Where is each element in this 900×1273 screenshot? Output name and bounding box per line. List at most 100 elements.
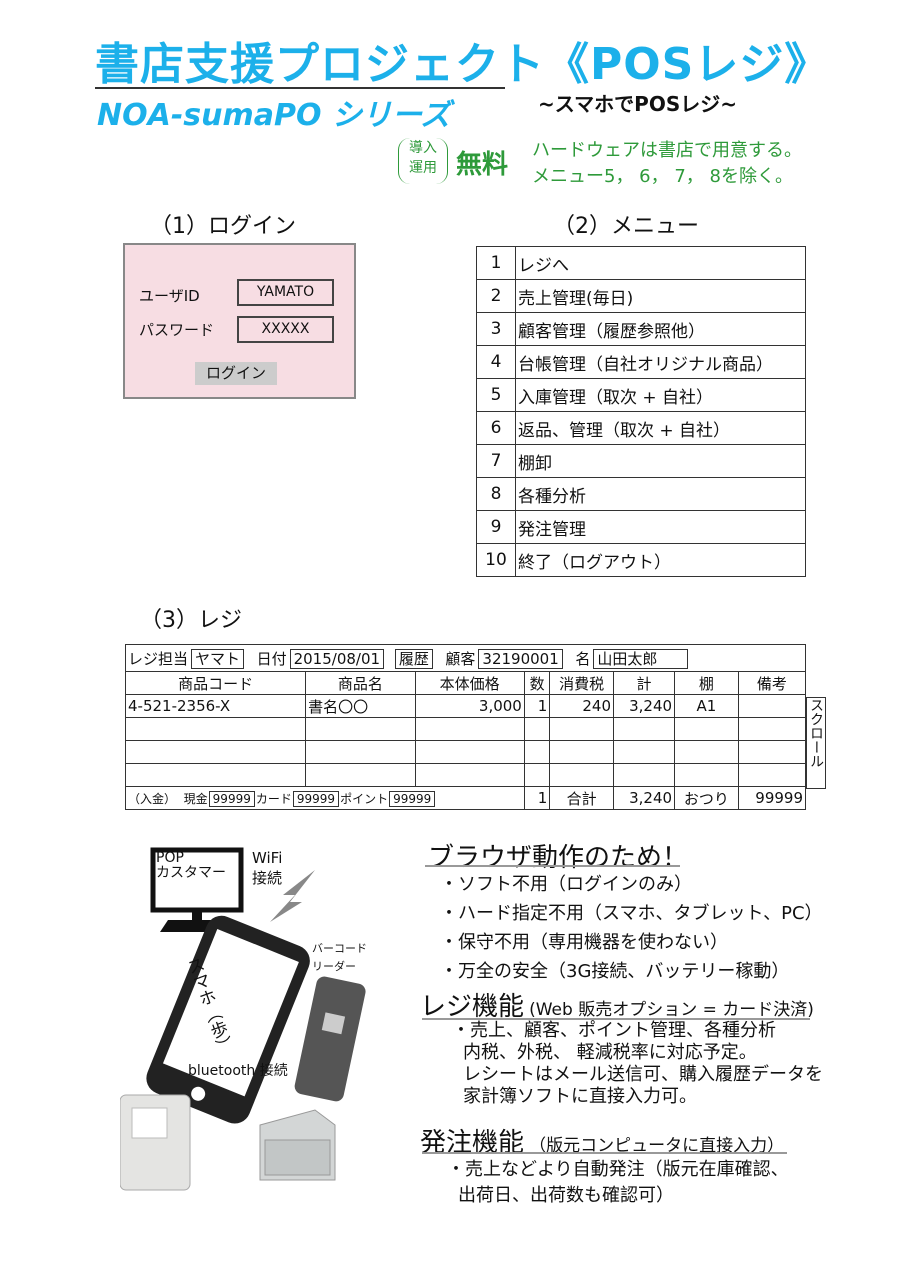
user-id-field[interactable]: YAMATO bbox=[237, 279, 334, 306]
table-cell bbox=[549, 763, 615, 787]
table-cell bbox=[414, 740, 525, 764]
series-name: NOA-sumaPO シリーズ bbox=[97, 98, 451, 133]
login-panel: ユーザID YAMATO パスワード XXXXX ログイン bbox=[123, 243, 356, 399]
table-cell: 3,240 bbox=[613, 694, 676, 718]
menu-item-number: 6 bbox=[476, 411, 516, 445]
menu-item-label: 顧客管理（履歴参照他） bbox=[515, 312, 806, 346]
free-label: 無料 bbox=[456, 150, 509, 180]
scroll-button[interactable]: スクロール bbox=[806, 697, 826, 789]
table-cell bbox=[523, 717, 551, 741]
table-cell bbox=[737, 740, 807, 764]
list-item: 内税、外税、 軽減税率に対応予定。 bbox=[463, 1042, 757, 1063]
column-header: 商品コード bbox=[124, 671, 307, 695]
menu-item-number: 4 bbox=[476, 345, 516, 379]
menu-item-label: 売上管理(毎日) bbox=[515, 279, 806, 313]
history-button[interactable]: 履歴 bbox=[394, 648, 433, 669]
column-header: 備考 bbox=[737, 671, 807, 695]
card-label: カード bbox=[255, 791, 292, 806]
column-header: 計 bbox=[613, 671, 676, 695]
register-features-list: ・売上、顧客、ポイント管理、各種分析内税、外税、 軽減税率に対応予定。レシートは… bbox=[452, 1020, 823, 1108]
menu-item-number: 5 bbox=[476, 378, 516, 412]
table-cell bbox=[674, 763, 739, 787]
column-header: 消費税 bbox=[549, 671, 615, 695]
table-row bbox=[124, 763, 807, 787]
label-bottom: 運用 bbox=[409, 160, 437, 176]
customer-field[interactable]: 32190001 bbox=[478, 648, 563, 669]
cash-field[interactable]: 99999 bbox=[208, 790, 255, 807]
password-label: パスワード bbox=[139, 321, 215, 339]
column-header: 本体価格 bbox=[414, 671, 525, 695]
staff-field[interactable]: ヤマト bbox=[191, 648, 245, 669]
table-cell: 4-521-2356-X bbox=[124, 694, 307, 718]
password-field[interactable]: XXXXX bbox=[237, 316, 334, 343]
name-label: 名 bbox=[575, 649, 591, 668]
table-cell bbox=[305, 717, 416, 741]
table-cell: 書名〇〇 bbox=[305, 694, 416, 718]
label-top: 導入 bbox=[409, 140, 437, 156]
table-cell bbox=[523, 763, 551, 787]
list-item: 出荷日、出荷数も確認可） bbox=[458, 1185, 674, 1206]
bluetooth-label: bluetooth 接続 bbox=[188, 1063, 288, 1079]
column-header: 数 bbox=[523, 671, 551, 695]
scroll-label: スクロール bbox=[808, 698, 824, 768]
pricing-note: ハードウェアは書店で用意する。メニュー5， 6， 7， 8を除く。 bbox=[532, 138, 802, 190]
heading-underline bbox=[425, 865, 680, 867]
table-cell bbox=[674, 740, 739, 764]
heading-sub: （版元コンピュータに直接入力） bbox=[529, 1136, 785, 1156]
table-cell bbox=[414, 717, 525, 741]
menu-item-label: 入庫管理（取次 + 自社） bbox=[515, 378, 806, 412]
menu-item-number: 8 bbox=[476, 477, 516, 511]
menu-item-number: 1 bbox=[476, 246, 516, 280]
list-item: ・売上などより自動発注（版元在庫確認、 bbox=[447, 1159, 789, 1180]
list-item: 家計簿ソフトに直接入力可。 bbox=[463, 1086, 697, 1107]
menu-item-label: 返品、管理（取次 + 自社） bbox=[515, 411, 806, 445]
total-quantity: 1 bbox=[523, 786, 551, 810]
total-label: 合計 bbox=[549, 786, 615, 810]
smartphone-icon bbox=[146, 915, 310, 1124]
menu-item-number: 9 bbox=[476, 510, 516, 544]
heading-text: レジ機能 bbox=[420, 992, 525, 1022]
login-heading: （1）ログイン bbox=[150, 214, 296, 239]
table-cell bbox=[305, 740, 416, 764]
login-button[interactable]: ログイン bbox=[195, 362, 277, 385]
change-amount: 99999 bbox=[737, 786, 807, 810]
note-line: ハードウェアは書店で用意する。 bbox=[532, 140, 802, 161]
menu-item-label: 終了（ログアウト） bbox=[515, 543, 806, 577]
subtitle: ~スマホでPOSレジ~ bbox=[538, 92, 737, 116]
card-field[interactable]: 99999 bbox=[292, 790, 340, 807]
column-header-row: 商品コード商品名本体価格数消費税計棚備考 bbox=[124, 671, 807, 695]
date-label: 日付 bbox=[256, 649, 287, 668]
table-cell bbox=[124, 740, 307, 764]
table-row bbox=[124, 740, 807, 764]
menu-item-label: レジへ bbox=[515, 246, 806, 280]
list-item: ・万全の安全（3G接続、バッテリー稼動） bbox=[440, 961, 790, 982]
date-field[interactable]: 2015/08/01 bbox=[289, 648, 385, 669]
table-cell bbox=[414, 763, 525, 787]
name-field[interactable]: 山田太郎 bbox=[593, 648, 689, 669]
barcode-scanner-icon bbox=[294, 976, 366, 1102]
staff-label: レジ担当 bbox=[128, 649, 189, 668]
heading-underline bbox=[422, 1018, 810, 1020]
menu-item-label: 棚卸 bbox=[515, 444, 806, 478]
list-item: レシートはメール送信可、購入履歴データを bbox=[463, 1064, 823, 1085]
browser-features-list: ・ソフト不用（ログインのみ）・ハード指定不用（スマホ、タブレット、PC）・保守不… bbox=[440, 870, 823, 986]
table-cell bbox=[674, 717, 739, 741]
title-rule bbox=[95, 87, 505, 89]
point-field[interactable]: 99999 bbox=[389, 790, 436, 807]
user-label: ユーザID bbox=[139, 287, 200, 305]
